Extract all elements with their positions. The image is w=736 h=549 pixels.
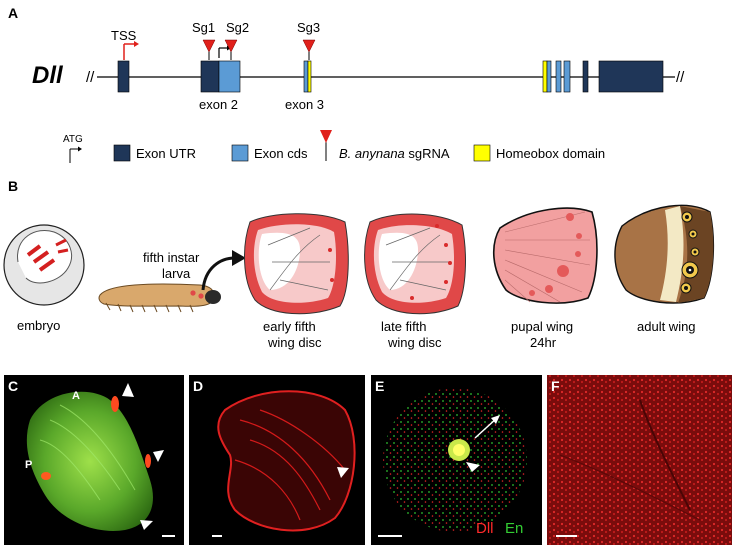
c-label-p: P — [25, 459, 32, 471]
c-arrowhead-2 — [153, 450, 164, 462]
e-label-dll: Dll — [476, 520, 494, 537]
exon1-utr — [117, 60, 130, 93]
panel-label-d: D — [193, 378, 203, 394]
sgrna-marker-sg1 — [202, 39, 216, 60]
legend: ATG Exon UTR Exon cds B. anynana sgRNA H… — [63, 130, 605, 163]
e-label-en: En — [505, 520, 523, 537]
exon2-cds — [218, 60, 241, 93]
larva-illustration — [98, 283, 221, 313]
embryo-illustration — [3, 224, 85, 306]
panel-label-b: B — [8, 178, 18, 194]
legend-cds-label: Exon cds — [254, 146, 308, 161]
gene-name: Dll — [32, 62, 64, 89]
exon8-utr — [598, 60, 664, 93]
early-wing-disc — [244, 213, 349, 315]
legend-cds-swatch — [231, 144, 249, 162]
exon3-homeobox — [307, 60, 312, 93]
legend-utr-label: Exon UTR — [136, 146, 196, 161]
c-arrowhead-1 — [122, 383, 134, 397]
development-arrow — [201, 250, 246, 291]
legend-sgrna-icon — [320, 130, 332, 161]
legend-atg-arrow — [69, 146, 82, 163]
exon4-cds — [546, 60, 552, 93]
exon2-utr — [200, 60, 220, 93]
legend-homeobox-label: Homeobox domain — [496, 146, 605, 161]
c-arrowhead-3 — [140, 520, 153, 530]
legend-sgrna-species: B. anynana — [339, 146, 405, 161]
legend-sgrna-label: B. anynana sgRNA — [339, 146, 450, 161]
e-arrowhead — [466, 462, 480, 472]
micrograph-e — [371, 375, 542, 545]
adult-label: adult wing — [637, 319, 696, 334]
panel-label-c: C — [8, 378, 18, 394]
exon7-utr — [582, 60, 589, 93]
larva-label-line1: fifth instar — [143, 250, 200, 265]
early-disc-label-line1: early fifth — [263, 319, 316, 334]
embryo-label: embryo — [17, 318, 60, 333]
pupal-label-line2: 24hr — [530, 335, 557, 350]
micrograph-f — [547, 375, 732, 545]
micrograph-c — [4, 375, 184, 545]
tss-label: TSS — [111, 28, 137, 43]
gene-diagram: Dll // // TSS — [32, 20, 685, 112]
pupal-label-line1: pupal wing — [511, 319, 573, 334]
panel-label-e: E — [375, 378, 384, 394]
sg1-label: Sg1 — [192, 20, 215, 35]
break-right: // — [676, 69, 685, 86]
late-disc-label-line2: wing disc — [387, 335, 442, 350]
exon3-label: exon 3 — [285, 97, 324, 112]
late-disc-label-line1: late fifth — [381, 319, 427, 334]
sg3-label: Sg3 — [297, 20, 320, 35]
micrograph-d — [189, 375, 365, 545]
exon5-cds — [555, 60, 562, 93]
late-wing-disc — [364, 213, 466, 315]
exon2-label: exon 2 — [199, 97, 238, 112]
c-label-a: A — [72, 390, 80, 402]
exon4-homeobox — [542, 60, 548, 93]
legend-utr-swatch — [113, 144, 131, 162]
d-arrowhead — [337, 467, 349, 478]
legend-atg-label: ATG — [63, 134, 83, 145]
early-disc-label-line2: wing disc — [267, 335, 322, 350]
e-arrow — [474, 417, 498, 439]
exon3-cds — [303, 60, 309, 93]
adult-wing — [614, 204, 715, 304]
sgrna-marker-sg3 — [302, 39, 316, 60]
break-left: // — [86, 69, 95, 86]
larva-label-line2: larva — [162, 266, 191, 281]
tss-arrow — [123, 41, 139, 60]
panel-label-f: F — [551, 378, 560, 394]
sgrna-marker-sg2 — [224, 39, 238, 60]
sg2-label: Sg2 — [226, 20, 249, 35]
legend-sgrna-rest: sgRNA — [405, 146, 450, 161]
legend-homeobox-swatch — [473, 144, 491, 162]
exon6-cds — [563, 60, 571, 93]
pupal-wing — [492, 207, 598, 304]
panel-label-a: A — [8, 5, 18, 21]
